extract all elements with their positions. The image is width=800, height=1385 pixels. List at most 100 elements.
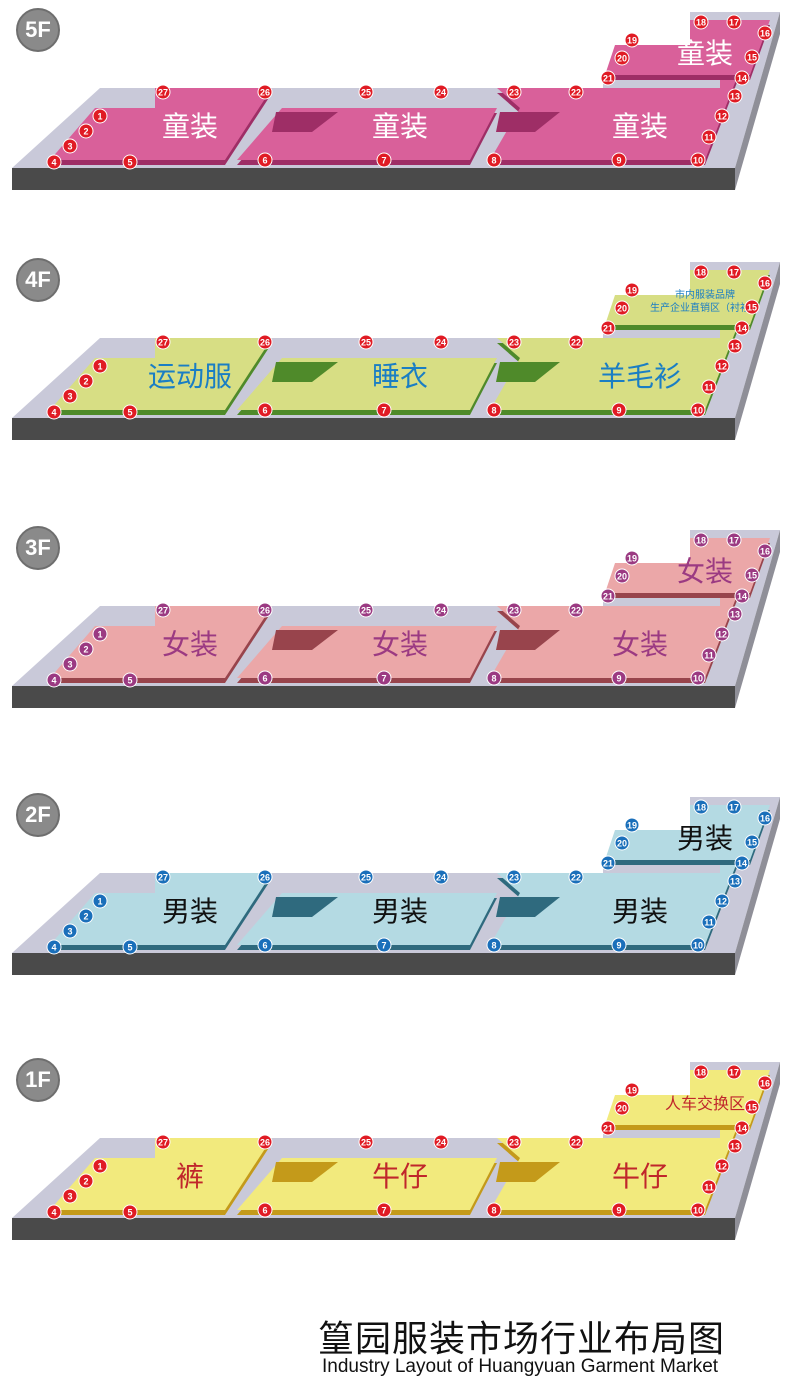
zone-1[interactable] <box>50 606 272 683</box>
shop-number-marker[interactable]: 11 <box>701 647 717 663</box>
shop-number-marker[interactable]: 11 <box>701 1179 717 1195</box>
shop-number-marker[interactable]: 19 <box>624 1082 640 1098</box>
shop-number-marker[interactable]: 7 <box>376 937 392 953</box>
shop-number-marker[interactable]: 12 <box>714 108 730 124</box>
shop-number-marker[interactable]: 12 <box>714 893 730 909</box>
shop-number-marker[interactable]: 12 <box>714 1158 730 1174</box>
zone-4[interactable] <box>605 805 770 865</box>
shop-number-marker[interactable]: 4 <box>46 939 62 955</box>
shop-number-marker[interactable]: 22 <box>568 84 584 100</box>
shop-number-marker[interactable]: 1 <box>92 893 108 909</box>
shop-number-marker[interactable]: 3 <box>62 388 78 404</box>
shop-number-marker[interactable]: 21 <box>600 70 616 86</box>
shop-number-marker[interactable]: 8 <box>486 402 502 418</box>
shop-number-marker[interactable]: 14 <box>734 855 750 871</box>
shop-number-marker[interactable]: 16 <box>757 810 773 826</box>
shop-number-marker[interactable]: 6 <box>257 402 273 418</box>
shop-number-marker[interactable]: 4 <box>46 154 62 170</box>
shop-number-marker[interactable]: 14 <box>734 1120 750 1136</box>
shop-number-marker[interactable]: 21 <box>600 1120 616 1136</box>
shop-number-marker[interactable]: 8 <box>486 152 502 168</box>
shop-number-marker[interactable]: 15 <box>744 299 760 315</box>
shop-number-marker[interactable]: 9 <box>611 1202 627 1218</box>
shop-number-marker[interactable]: 24 <box>433 1134 449 1150</box>
shop-number-marker[interactable]: 23 <box>506 1134 522 1150</box>
shop-number-marker[interactable]: 6 <box>257 152 273 168</box>
shop-number-marker[interactable]: 24 <box>433 602 449 618</box>
shop-number-marker[interactable]: 27 <box>155 869 171 885</box>
shop-number-marker[interactable]: 3 <box>62 923 78 939</box>
shop-number-marker[interactable]: 17 <box>726 532 742 548</box>
shop-number-marker[interactable]: 5 <box>122 1204 138 1220</box>
shop-number-marker[interactable]: 7 <box>376 152 392 168</box>
shop-number-marker[interactable]: 23 <box>506 602 522 618</box>
shop-number-marker[interactable]: 2 <box>78 641 94 657</box>
shop-number-marker[interactable]: 20 <box>614 835 630 851</box>
zone-1[interactable] <box>50 1138 272 1215</box>
shop-number-marker[interactable]: 1 <box>92 358 108 374</box>
shop-number-marker[interactable]: 17 <box>726 14 742 30</box>
shop-number-marker[interactable]: 22 <box>568 602 584 618</box>
shop-number-marker[interactable]: 25 <box>358 84 374 100</box>
shop-number-marker[interactable]: 12 <box>714 626 730 642</box>
shop-number-marker[interactable]: 26 <box>257 1134 273 1150</box>
shop-number-marker[interactable]: 11 <box>701 129 717 145</box>
shop-number-marker[interactable]: 7 <box>376 402 392 418</box>
shop-number-marker[interactable]: 19 <box>624 32 640 48</box>
shop-number-marker[interactable]: 1 <box>92 1158 108 1174</box>
zone-4[interactable] <box>605 538 770 598</box>
zone-3[interactable] <box>490 75 738 165</box>
shop-number-marker[interactable]: 19 <box>624 817 640 833</box>
shop-number-marker[interactable]: 6 <box>257 1202 273 1218</box>
shop-number-marker[interactable]: 4 <box>46 1204 62 1220</box>
shop-number-marker[interactable]: 23 <box>506 84 522 100</box>
shop-number-marker[interactable]: 27 <box>155 602 171 618</box>
shop-number-marker[interactable]: 24 <box>433 334 449 350</box>
shop-number-marker[interactable]: 1 <box>92 108 108 124</box>
shop-number-marker[interactable]: 22 <box>568 334 584 350</box>
shop-number-marker[interactable]: 21 <box>600 320 616 336</box>
shop-number-marker[interactable]: 20 <box>614 1100 630 1116</box>
shop-number-marker[interactable]: 7 <box>376 670 392 686</box>
shop-number-marker[interactable]: 9 <box>611 402 627 418</box>
shop-number-marker[interactable]: 3 <box>62 1188 78 1204</box>
zone-4[interactable] <box>605 270 770 330</box>
shop-number-marker[interactable]: 15 <box>744 49 760 65</box>
shop-number-marker[interactable]: 5 <box>122 672 138 688</box>
shop-number-marker[interactable]: 12 <box>714 358 730 374</box>
shop-number-marker[interactable]: 3 <box>62 656 78 672</box>
shop-number-marker[interactable]: 21 <box>600 855 616 871</box>
shop-number-marker[interactable]: 10 <box>690 152 706 168</box>
shop-number-marker[interactable]: 24 <box>433 869 449 885</box>
shop-number-marker[interactable]: 27 <box>155 334 171 350</box>
shop-number-marker[interactable]: 8 <box>486 1202 502 1218</box>
shop-number-marker[interactable]: 18 <box>693 1064 709 1080</box>
shop-number-marker[interactable]: 17 <box>726 264 742 280</box>
shop-number-marker[interactable]: 2 <box>78 123 94 139</box>
shop-number-marker[interactable]: 18 <box>693 799 709 815</box>
shop-number-marker[interactable]: 16 <box>757 25 773 41</box>
shop-number-marker[interactable]: 20 <box>614 568 630 584</box>
shop-number-marker[interactable]: 14 <box>734 588 750 604</box>
shop-number-marker[interactable]: 22 <box>568 869 584 885</box>
zone-3[interactable] <box>490 325 738 415</box>
shop-number-marker[interactable]: 7 <box>376 1202 392 1218</box>
shop-number-marker[interactable]: 5 <box>122 939 138 955</box>
shop-number-marker[interactable]: 21 <box>600 588 616 604</box>
shop-number-marker[interactable]: 26 <box>257 869 273 885</box>
shop-number-marker[interactable]: 26 <box>257 84 273 100</box>
shop-number-marker[interactable]: 16 <box>757 275 773 291</box>
shop-number-marker[interactable]: 25 <box>358 1134 374 1150</box>
shop-number-marker[interactable]: 20 <box>614 300 630 316</box>
shop-number-marker[interactable]: 11 <box>701 914 717 930</box>
zone-4[interactable] <box>605 1070 770 1130</box>
shop-number-marker[interactable]: 27 <box>155 84 171 100</box>
shop-number-marker[interactable]: 5 <box>122 404 138 420</box>
shop-number-marker[interactable]: 8 <box>486 937 502 953</box>
shop-number-marker[interactable]: 15 <box>744 567 760 583</box>
shop-number-marker[interactable]: 2 <box>78 908 94 924</box>
shop-number-marker[interactable]: 9 <box>611 937 627 953</box>
zone-1[interactable] <box>50 873 272 950</box>
shop-number-marker[interactable]: 27 <box>155 1134 171 1150</box>
shop-number-marker[interactable]: 23 <box>506 334 522 350</box>
